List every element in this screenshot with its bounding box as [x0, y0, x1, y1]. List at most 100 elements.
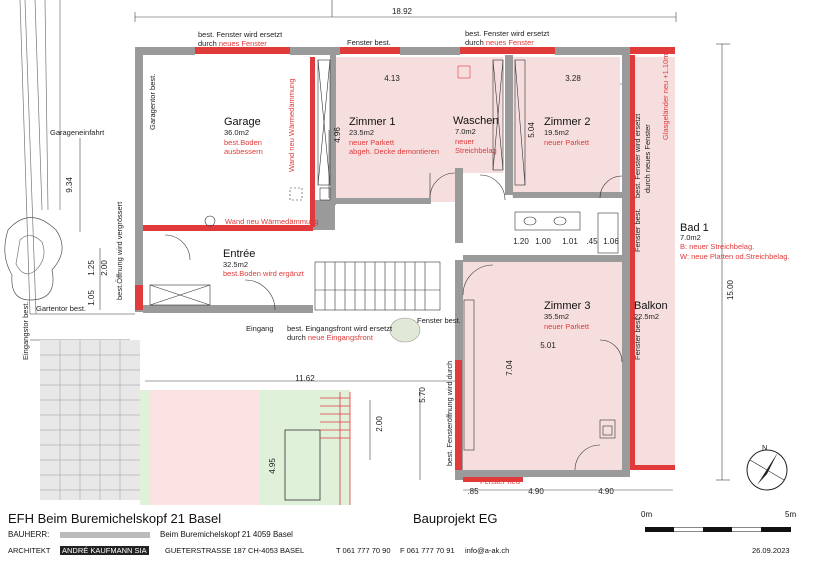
- note-fenster-best-mid: Fenster best.: [417, 316, 461, 325]
- note-gartentor: Gartentor best.: [36, 304, 86, 313]
- note-fensteroeffnung-1: best. Fensteröffnung wird durch: [445, 361, 454, 466]
- note-fenster-top-right-2: durch neues Fenster: [465, 38, 534, 47]
- room-name: Waschen: [453, 115, 498, 127]
- note-fenster-right-2: durch neues Fenster: [643, 124, 652, 193]
- room-note: best.Boden wird ergänzt: [223, 269, 305, 278]
- dim-bath-2: 1.00: [535, 237, 551, 246]
- note-eingangsfront-2: durch neue Eingangsfront: [287, 333, 374, 342]
- scale-bar: [644, 519, 792, 533]
- room-area: 35.5m2: [544, 312, 569, 321]
- dim-bath-4: .45: [586, 237, 598, 246]
- room-fills: [143, 57, 675, 472]
- staircase: [314, 261, 441, 311]
- room-zimmer1: Zimmer 1 23.5m2 neuer Parkett abgeh. Dec…: [349, 116, 439, 156]
- note-left-vertical: best.Öffnung wird vergrössert: [115, 201, 124, 300]
- dim-top-total: 18.92: [392, 7, 413, 16]
- dim-zimmer3-depth: 7.04: [505, 360, 514, 376]
- room-name: Zimmer 3: [544, 300, 590, 312]
- room-area: 19.5m2: [544, 128, 569, 137]
- north-label: N: [762, 443, 767, 452]
- dim-stair: 2.00: [375, 416, 384, 432]
- room-zimmer2: Zimmer 2 19.5m2 neuer Parkett: [544, 116, 590, 147]
- room-note: ausbessern: [224, 147, 263, 156]
- room-area: 36.0m2: [224, 128, 249, 137]
- room-note: B: neuer Streichbelag.: [680, 242, 754, 251]
- note-fensteroeffnung-2: neues Fenster ersetzt: [455, 393, 464, 466]
- note-fenster-top-left: best. Fenster wird ersetzt: [198, 30, 283, 39]
- north-arrow-icon: [746, 449, 788, 491]
- floor-plan: 18.92 4.13 3.28 15.00 9.34 4.96 5.04 1.2…: [4, 0, 790, 505]
- dim-zimmer2-width: 3.28: [565, 74, 581, 83]
- room-note: neuer Parkett: [349, 138, 395, 147]
- room-bad1: Bad 1 7.0m2 B: neuer Streichbelag. W: ne…: [680, 222, 790, 261]
- dim-terrace-width: 11.62: [295, 374, 315, 383]
- dim-left-height: 9.34: [65, 177, 74, 193]
- note-wand-neu-vertical: Wand neu Wärmedämmung: [287, 78, 296, 172]
- room-note: W: neue Platten od.Streichbelag.: [680, 252, 790, 261]
- room-name: Zimmer 1: [349, 116, 395, 128]
- room-note: Streichbelag: [455, 146, 497, 155]
- room-area: 7.0m2: [455, 127, 476, 136]
- project-phase: Bauprojekt EG: [413, 511, 498, 526]
- dim-bottom-a: .85: [467, 487, 479, 496]
- note-wand-neu-horizontal: Wand neu Wärmedämmung: [225, 217, 319, 226]
- note-eingang: Eingang: [246, 324, 274, 333]
- dim-bath-3: 1.01: [562, 237, 578, 246]
- phone: T 061 777 70 90: [336, 546, 391, 555]
- room-name: Garage: [224, 116, 261, 128]
- dim-zimmer1-width: 4.13: [384, 74, 400, 83]
- room-entree: Entrée 32.5m2 best.Boden wird ergänzt: [223, 248, 305, 278]
- note-eingangsfront-1: best. Eingangsfront wird ersetzt: [287, 324, 393, 333]
- room-note: best.Boden: [224, 138, 262, 147]
- windows: [149, 59, 526, 451]
- doors: [164, 172, 623, 471]
- dim-left-small-b: 2.00: [100, 260, 109, 276]
- note-fenster-neu: Fenster neu: [480, 477, 520, 486]
- fixtures: [204, 65, 619, 439]
- dim-bath-5: 1.06: [603, 237, 619, 246]
- note-fenster-right-1: best. Fenster wird ersetzt: [633, 113, 642, 198]
- scale-end: 5m: [785, 510, 797, 519]
- room-note: abgeh. Decke demontieren: [349, 147, 439, 156]
- terrace-hatch: [40, 340, 351, 505]
- dim-bottom-c: 4.90: [598, 487, 614, 496]
- note-garagentor: Garagentor best.: [148, 74, 157, 130]
- room-note: neuer: [455, 137, 475, 146]
- dim-lower: 4.95: [268, 458, 277, 474]
- dim-garage-depth: 4.96: [333, 127, 342, 143]
- room-name: Zimmer 2: [544, 116, 590, 128]
- dim-zimmer3-width: 5.01: [540, 341, 556, 350]
- fax: F 061 777 70 91: [400, 546, 455, 555]
- note-garageneinfahrt: Garageneinfahrt: [50, 128, 105, 137]
- email: info@a-ak.ch: [465, 546, 510, 555]
- architekt-label: ARCHITEKT: [8, 546, 51, 555]
- room-area: 32.5m2: [223, 260, 248, 269]
- room-area: 7.0m2: [680, 233, 701, 242]
- note-fenster-best-balkon: Fenster best.: [633, 316, 642, 360]
- walls: [135, 47, 675, 482]
- room-name: Bad 1: [680, 222, 709, 234]
- date: 26.09.2023: [752, 546, 790, 555]
- scale-start: 0m: [641, 510, 653, 519]
- room-waschen: Waschen 7.0m2 neuer Streichbelag: [453, 115, 498, 155]
- dim-bottom-b: 4.90: [528, 487, 544, 496]
- bauherr-address: Beim Buremichelskopf 21 4059 Basel: [160, 530, 293, 539]
- room-balkon: Balkon 22.5m2: [634, 300, 668, 321]
- bauherr-label: BAUHERR:: [8, 530, 50, 539]
- note-fenster-top-left-2: durch neues Fenster: [198, 39, 267, 48]
- note-fenster-best-top: Fenster best.: [347, 38, 391, 47]
- room-area: 22.5m2: [634, 312, 659, 321]
- dim-terrace-height: 5.70: [418, 387, 427, 403]
- note-glasgelaender: Glasgeländer neu +1.10m: [661, 53, 670, 140]
- dim-left-small-a: 1.25: [87, 260, 96, 276]
- redacted-name: [60, 532, 150, 538]
- note-fenster-top-right: best. Fenster wird ersetzt: [465, 29, 550, 38]
- room-name: Entrée: [223, 248, 255, 260]
- room-area: 23.5m2: [349, 128, 374, 137]
- dim-zimmer2-depth: 5.04: [527, 122, 536, 138]
- room-name: Balkon: [634, 300, 668, 312]
- architekt-address: GUETERSTRASSE 187 CH-4053 BASEL: [165, 546, 305, 555]
- dim-left-small-c: 1.05: [87, 290, 96, 306]
- note-fenster-best-right: Fenster best.: [633, 208, 642, 252]
- room-zimmer3: Zimmer 3 35.5m2 neuer Parkett: [544, 300, 590, 331]
